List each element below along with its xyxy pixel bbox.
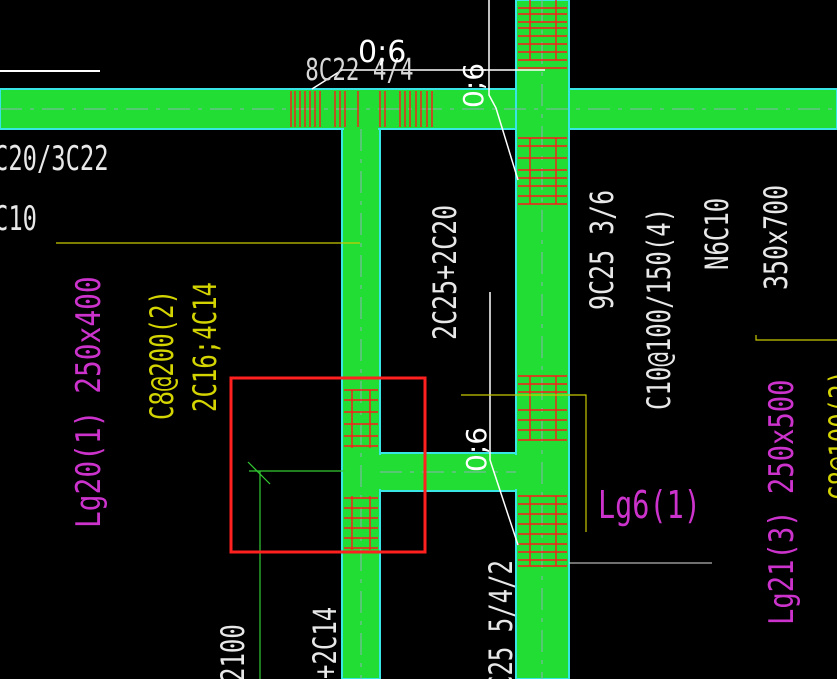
leader-lg6-yellow — [461, 394, 587, 532]
label-beam-lg20-bars[interactable]: 2C16;4C14 — [187, 282, 224, 412]
label-mid-bars[interactable]: 2C25+2C20 — [426, 205, 464, 340]
leader-right-lower — [489, 292, 519, 546]
label-right-bars[interactable]: 9C25 3/6 — [583, 190, 621, 310]
rebar-ticks-right-beam — [518, 0, 567, 567]
label-left-rebar-2[interactable]: C10 — [0, 199, 37, 238]
rebar-ticks-top-beam — [290, 91, 433, 127]
label-bottom-bars-b[interactable]: C25 5/4/2 — [483, 560, 520, 679]
label-beam-lg21-clip[interactable]: C8@100(2) — [823, 370, 837, 500]
label-ratio-top-a[interactable]: 0;6 — [358, 35, 406, 70]
label-right-side-bars[interactable]: N6C10 — [699, 198, 736, 270]
leader-lg21-yellow — [755, 335, 837, 341]
rebar-ticks-left-beam — [344, 389, 378, 550]
label-bottom-bars-a[interactable]: +2C14 — [307, 607, 344, 679]
label-left-rebar-1[interactable]: C20/3C22 — [0, 139, 109, 178]
label-beam-lg20-name[interactable]: Lg20(1) 250x400 — [69, 276, 108, 528]
label-ratio-top-b[interactable]: 0;6 — [457, 63, 490, 108]
label-beam-lg21[interactable]: Lg21(3) 250x500 — [762, 380, 802, 625]
selection-highlight-box — [229, 376, 427, 554]
label-bottom-left[interactable]: 2100 — [215, 624, 252, 679]
rebar-layer — [290, 0, 567, 567]
label-right-section[interactable]: 350x700 — [757, 185, 795, 290]
text-layer: 8C22 4/4 0;6 0;6 C20/3C22 C10 Lg20(1) 25… — [0, 35, 837, 679]
beam-horizontal-main[interactable] — [0, 88, 837, 130]
label-right-stirrup[interactable]: C10@100/150(4) — [641, 208, 678, 410]
label-ratio-mid[interactable]: 0;6 — [460, 427, 493, 472]
label-beam-lg20-stirrup[interactable]: C8@200(2) — [144, 290, 181, 420]
leader-green-tick — [247, 461, 271, 485]
leader-top-spec — [311, 69, 486, 90]
label-top-spec[interactable]: 8C22 4/4 — [305, 53, 413, 88]
label-beam-lg6[interactable]: Lg6(1) — [598, 483, 701, 527]
leader-right-upper — [488, 0, 519, 181]
